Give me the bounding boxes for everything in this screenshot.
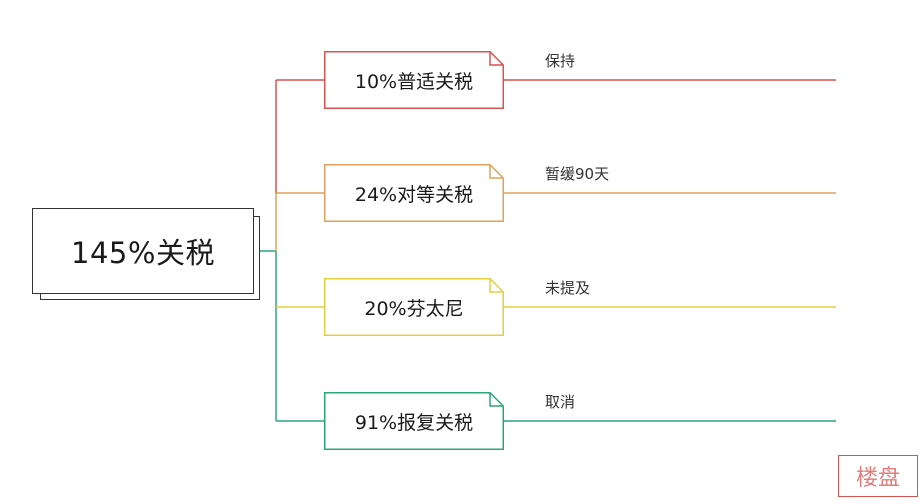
- seal-stamp: 楼盘: [838, 455, 918, 497]
- branch-label-1: 10%普适关税: [354, 70, 474, 93]
- note-shape-icon: [324, 51, 504, 109]
- branch-note-3: 未提及: [545, 279, 591, 297]
- branch-node-4: 91%报复关税: [324, 392, 504, 450]
- note-shape-icon: [324, 278, 504, 336]
- branch-node-3: 20%芬太尼: [324, 278, 504, 336]
- branch-note-1: 保持: [545, 52, 576, 70]
- root-label: 145%关税: [71, 236, 215, 270]
- note-shape-icon: [324, 392, 504, 450]
- branch-node-1: 10%普适关税: [324, 51, 504, 109]
- branch-node-2: 24%对等关税: [324, 164, 504, 222]
- branch-label-4: 91%报复关税: [354, 411, 474, 434]
- root-node: 145%关税: [32, 208, 254, 294]
- branch-label-3: 20%芬太尼: [364, 297, 464, 320]
- branch-label-2: 24%对等关税: [354, 183, 474, 206]
- note-shape-icon: [324, 164, 504, 222]
- seal-text: 楼盘: [855, 466, 900, 491]
- branch-note-2: 暂缓90天: [545, 165, 610, 183]
- branch-note-4: 取消: [545, 393, 576, 411]
